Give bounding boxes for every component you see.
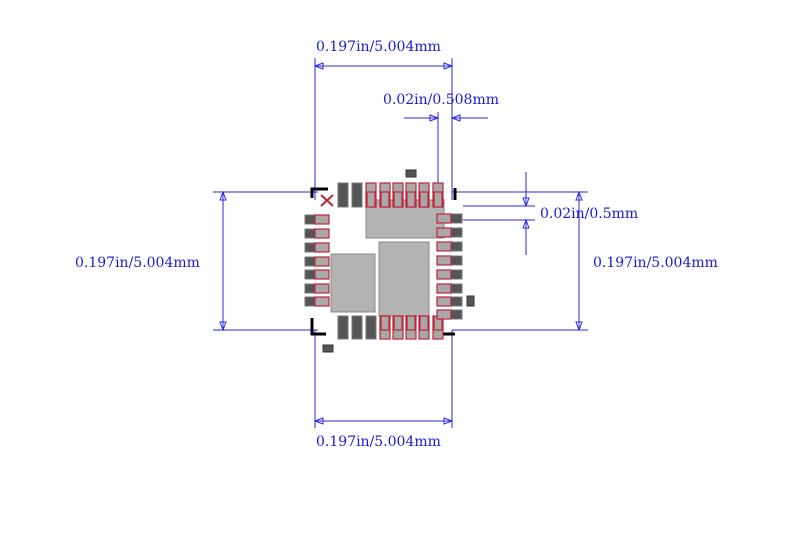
pin-left-inner-7 [314, 296, 330, 307]
right-height-label: 0.197in/5.004mm [593, 255, 718, 271]
pitch-label: 0.02in/0.508mm [383, 92, 499, 108]
pin1-x-mark-icon [320, 194, 334, 207]
pin-left-inner-2 [314, 228, 330, 239]
pin-right-inner-8 [436, 309, 452, 320]
pin-top-inner-3 [366, 191, 376, 208]
bottom-width-label: 0.197in/5.004mm [316, 434, 441, 450]
thermal-pad-center [378, 241, 430, 317]
pin-bottom-inner-6 [406, 315, 416, 331]
dimension-lines [213, 58, 588, 428]
fiducial-bottom [322, 344, 334, 353]
pin-right-inner-4 [436, 255, 452, 266]
pin-bottom-inner-4 [380, 315, 390, 331]
pin-top-inner-5 [393, 191, 403, 208]
body-outline [310, 187, 457, 336]
pin-bottom-3 [365, 315, 377, 340]
pin-left-inner-1 [314, 214, 330, 225]
fiducial-right [466, 295, 475, 307]
top-width-label: 0.197in/5.004mm [316, 39, 441, 55]
pin-top-inner-8 [433, 191, 443, 208]
pin-right-inner-3 [436, 241, 452, 252]
pin-pads [304, 182, 463, 340]
pin-right-inner-5 [436, 269, 452, 280]
pin-right-inner-7 [436, 296, 452, 307]
pin-bottom-inner-7 [419, 315, 429, 331]
pin-right-inner-2 [436, 227, 452, 238]
pin-top-inner-6 [406, 191, 416, 208]
pin-left-inner-5 [314, 269, 330, 280]
pin-bottom-2 [351, 315, 363, 340]
pin-top-inner-7 [419, 191, 429, 208]
thermal-pad-top [365, 199, 445, 239]
pin-right-inner-1 [436, 213, 452, 224]
pad-width-label: 0.02in/0.5mm [540, 206, 638, 222]
thermal-pads [330, 199, 445, 317]
thermal-pad-left [330, 253, 376, 313]
pin-bottom-1 [337, 315, 349, 340]
pin-top-inner-4 [380, 191, 390, 208]
pin-top-2 [351, 182, 363, 208]
pin-left-inner-6 [314, 283, 330, 294]
pin-bottom-inner-5 [393, 315, 403, 331]
pin-top-1 [337, 182, 349, 208]
pin-right-inner-6 [436, 283, 452, 294]
pin-left-inner-4 [314, 256, 330, 267]
pin-left-inner-3 [314, 242, 330, 253]
left-height-label: 0.197in/5.004mm [75, 255, 200, 271]
fiducial-top [405, 169, 417, 178]
